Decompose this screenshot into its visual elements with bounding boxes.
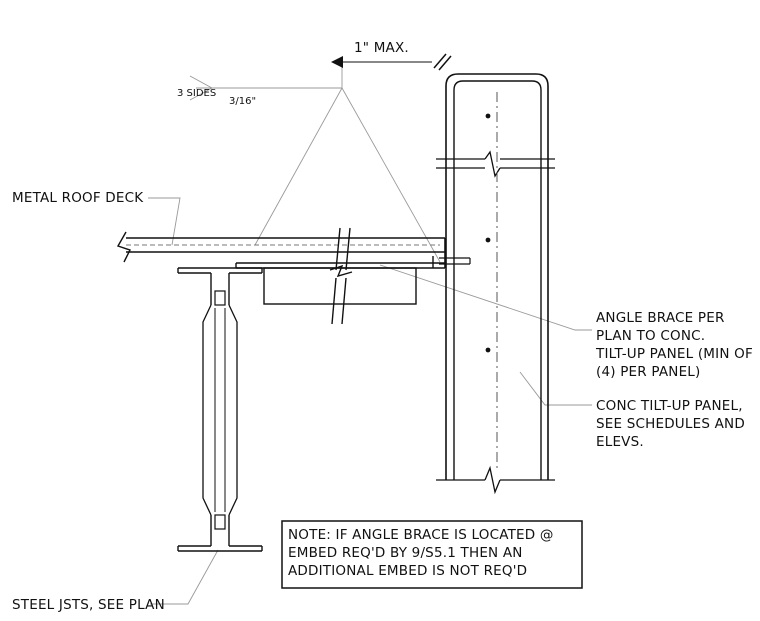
note-box: NOTE: IF ANGLE BRACE IS LOCATED @ EMBED … xyxy=(281,520,583,589)
weld-size-label: 3/16" xyxy=(229,96,256,107)
clearance-dimension xyxy=(331,53,452,71)
embed-dot xyxy=(485,237,491,243)
svg-text:SEE SCHEDULES AND: SEE SCHEDULES AND xyxy=(596,416,745,432)
steel-joists-label: STEEL JSTS, SEE PLAN xyxy=(12,597,165,613)
svg-text:TILT-UP PANEL (MIN OF: TILT-UP PANEL (MIN OF xyxy=(595,346,753,362)
clearance-label: 1" MAX. xyxy=(354,40,409,56)
embed-dot xyxy=(485,113,491,119)
weld-symbol xyxy=(189,62,441,263)
concrete-tilt-up-panel xyxy=(436,73,555,495)
svg-text:ADDITIONAL EMBED IS NOT REQ'D: ADDITIONAL EMBED IS NOT REQ'D xyxy=(288,563,527,579)
embed-dot xyxy=(485,347,491,353)
weld-sides-label: 3 SIDES xyxy=(177,88,216,99)
svg-text:ANGLE BRACE PER: ANGLE BRACE PER xyxy=(596,310,725,326)
angle-brace xyxy=(235,256,471,305)
svg-text:ELEVS.: ELEVS. xyxy=(596,434,644,450)
svg-text:EMBED REQ'D BY 9/S5.1 THEN AN: EMBED REQ'D BY 9/S5.1 THEN AN xyxy=(288,545,523,561)
svg-text:(4) PER PANEL): (4) PER PANEL) xyxy=(596,364,701,380)
svg-text:PLAN TO CONC.: PLAN TO CONC. xyxy=(596,328,705,344)
steel-joist xyxy=(177,267,263,552)
metal-roof-deck xyxy=(116,231,446,268)
svg-text:NOTE: IF ANGLE BRACE IS LOCATE: NOTE: IF ANGLE BRACE IS LOCATED @ xyxy=(288,527,554,543)
tilt-up-panel-callout: CONC TILT-UP PANEL, SEE SCHEDULES AND EL… xyxy=(596,398,745,450)
svg-text:CONC TILT-UP PANEL,: CONC TILT-UP PANEL, xyxy=(596,398,743,414)
metal-roof-deck-label: METAL ROOF DECK xyxy=(12,190,144,206)
anchor-rod xyxy=(329,227,353,325)
angle-brace-callout: ANGLE BRACE PER PLAN TO CONC. TILT-UP PA… xyxy=(595,310,753,380)
callout-leaders xyxy=(148,197,592,605)
dimension-arrow-icon xyxy=(331,56,343,68)
